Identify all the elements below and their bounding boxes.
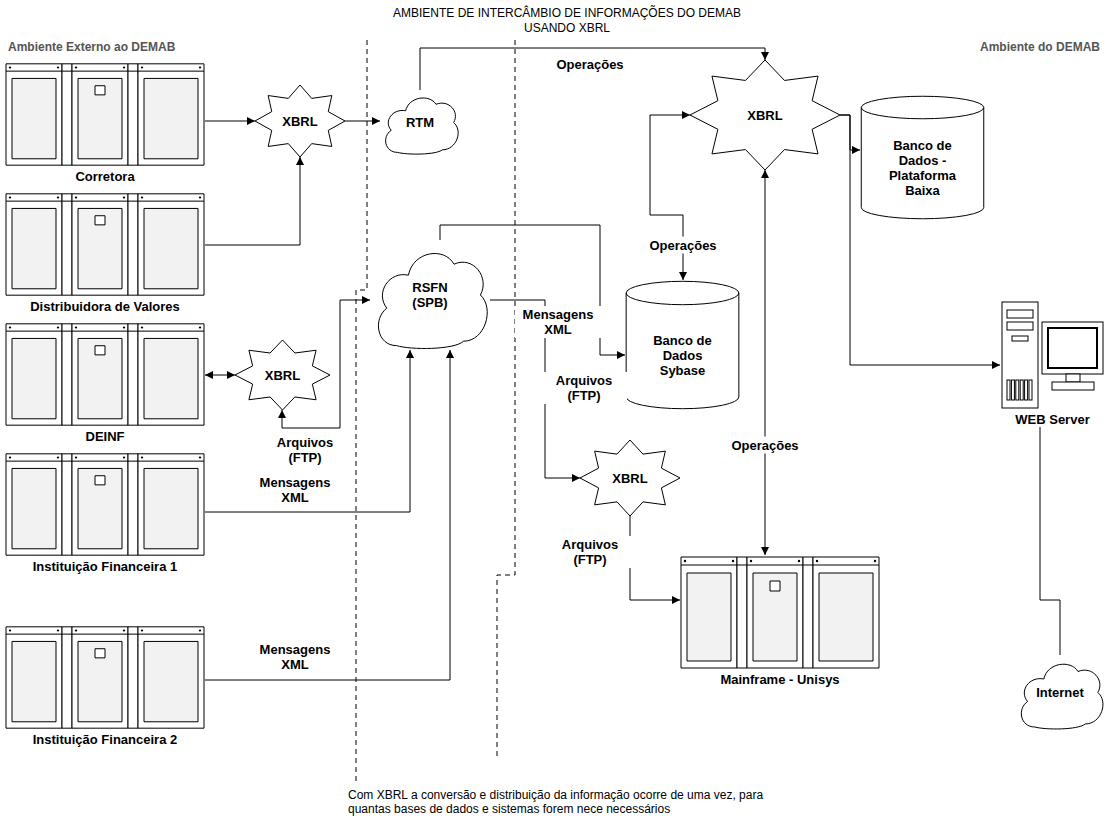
connector	[205, 350, 450, 680]
node-label: DEINF	[5, 429, 205, 444]
xbrl-star: XBRL	[580, 440, 680, 516]
connector-label: Operações	[646, 237, 719, 254]
xbrl-star: XBRL	[255, 85, 345, 157]
node-label: Corretora	[5, 169, 205, 184]
zone-label: Ambiente Externo ao DEMAB	[8, 40, 175, 54]
node-label: XBRL	[254, 368, 311, 383]
server-icon	[5, 452, 205, 557]
server-node: Instituição Financeira 2	[5, 625, 205, 747]
web-server-icon	[1000, 300, 1105, 410]
xbrl-star: XBRL	[235, 340, 330, 410]
node-label: RTM	[398, 115, 442, 130]
database-cylinder: Banco de Dados Sybase	[625, 280, 740, 410]
node-label: XBRL	[720, 108, 810, 123]
node-label: Distribuidora de Valores	[5, 299, 205, 314]
connector	[650, 115, 690, 280]
server-icon	[680, 555, 880, 670]
database-cylinder: Banco de Dados - Plataforma Baixa	[860, 95, 985, 220]
connector	[630, 516, 680, 600]
network-cloud: RSFN (SPB)	[370, 240, 490, 350]
server-node: Instituição Financeira 1	[5, 452, 205, 574]
connector-label: Mensagens XML	[252, 641, 338, 673]
zone-border	[497, 40, 515, 760]
server-icon	[5, 192, 205, 297]
connector-label: Arquivos (FTP)	[262, 434, 348, 466]
connector-label: Arquivos (FTP)	[547, 536, 633, 568]
connector	[345, 121, 380, 122]
diagram-caption: Com XBRL a conversão e distribuição da i…	[348, 788, 768, 816]
server-node: Distribuidora de Valores	[5, 192, 205, 314]
xbrl-star: XBRL	[690, 60, 840, 170]
node-label: RSFN (SPB)	[397, 280, 463, 310]
zone-border	[356, 40, 367, 785]
server-icon	[5, 625, 205, 730]
connector	[205, 157, 300, 245]
node-label: Internet	[1035, 685, 1085, 700]
mainframe-node: Mainframe - Unisys	[680, 555, 880, 687]
web-server-node: WEB Server	[1000, 300, 1105, 427]
diagram-title: AMBIENTE DE INTERCÂMBIO DE INFORMAÇÕES D…	[367, 6, 767, 36]
node-label: Banco de Dados Sybase	[639, 333, 725, 378]
connector-label: Mensagens XML	[252, 474, 338, 506]
connector	[1040, 427, 1060, 655]
connector-label: Arquivos (FTP)	[541, 372, 627, 404]
node-label: XBRL	[273, 114, 327, 129]
connector	[205, 121, 255, 122]
server-icon	[5, 62, 205, 167]
node-label: Instituição Financeira 2	[5, 732, 205, 747]
node-label: Banco de Dados - Plataforma Baixa	[876, 138, 970, 198]
server-icon	[5, 322, 205, 427]
connector	[205, 375, 235, 376]
node-label: Mainframe - Unisys	[680, 672, 880, 687]
connector-label: Operações	[553, 56, 626, 73]
server-node: Corretora	[5, 62, 205, 184]
zone-label: Ambiente do DEMAB	[980, 40, 1100, 54]
server-node: DEINF	[5, 322, 205, 444]
connector	[765, 170, 766, 555]
connector	[420, 48, 765, 90]
network-cloud: RTM	[380, 90, 460, 155]
node-label: WEB Server	[1000, 412, 1105, 427]
node-label: Instituição Financeira 1	[5, 559, 205, 574]
node-label: XBRL	[600, 471, 660, 486]
connector-label: Mensagens XML	[515, 306, 601, 338]
connector-label: Operações	[728, 437, 801, 454]
network-cloud: Internet	[1015, 655, 1105, 730]
